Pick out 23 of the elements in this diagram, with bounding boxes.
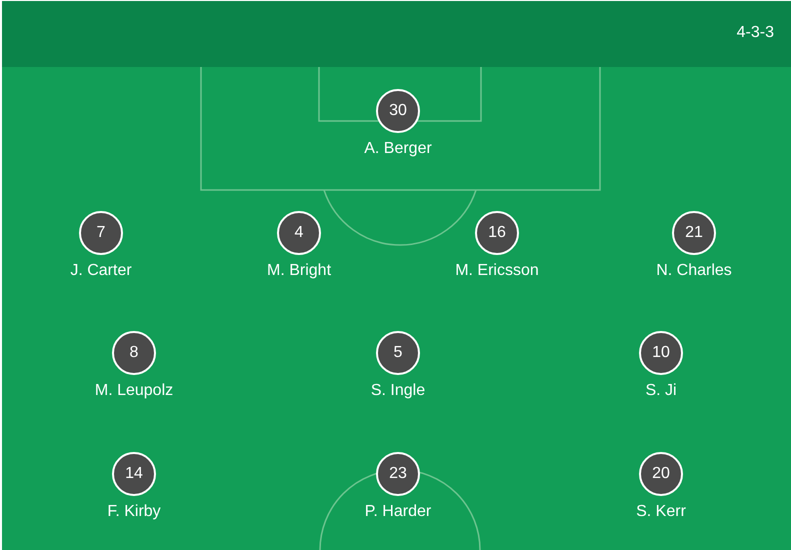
player-name: S. Kerr <box>636 502 686 522</box>
player-number-marker: 14 <box>112 452 156 496</box>
player-name: P. Harder <box>364 502 432 522</box>
player-number-marker: 7 <box>79 211 123 255</box>
formation-label: 4-3-3 <box>736 23 774 43</box>
player-number-marker: 20 <box>639 452 683 496</box>
player-name: M. Leupolz <box>94 381 174 401</box>
player-name: S. Ingle <box>370 381 426 401</box>
player-name: J. Carter <box>70 261 132 281</box>
player-number-marker: 23 <box>376 452 420 496</box>
player-number-marker: 16 <box>475 211 519 255</box>
player-name: F. Kirby <box>107 502 161 522</box>
player-number-marker: 8 <box>112 331 156 375</box>
player-name: A. Berger <box>364 139 432 159</box>
player-name: M. Bright <box>267 261 331 281</box>
player-name: M. Ericsson <box>455 261 539 281</box>
player-number-marker: 30 <box>376 89 420 133</box>
player-number-marker: 5 <box>376 331 420 375</box>
player-number-marker: 21 <box>672 211 716 255</box>
player-name: S. Ji <box>645 381 677 401</box>
player-number-marker: 10 <box>639 331 683 375</box>
player-name: N. Charles <box>656 261 732 281</box>
player-number-marker: 4 <box>277 211 321 255</box>
